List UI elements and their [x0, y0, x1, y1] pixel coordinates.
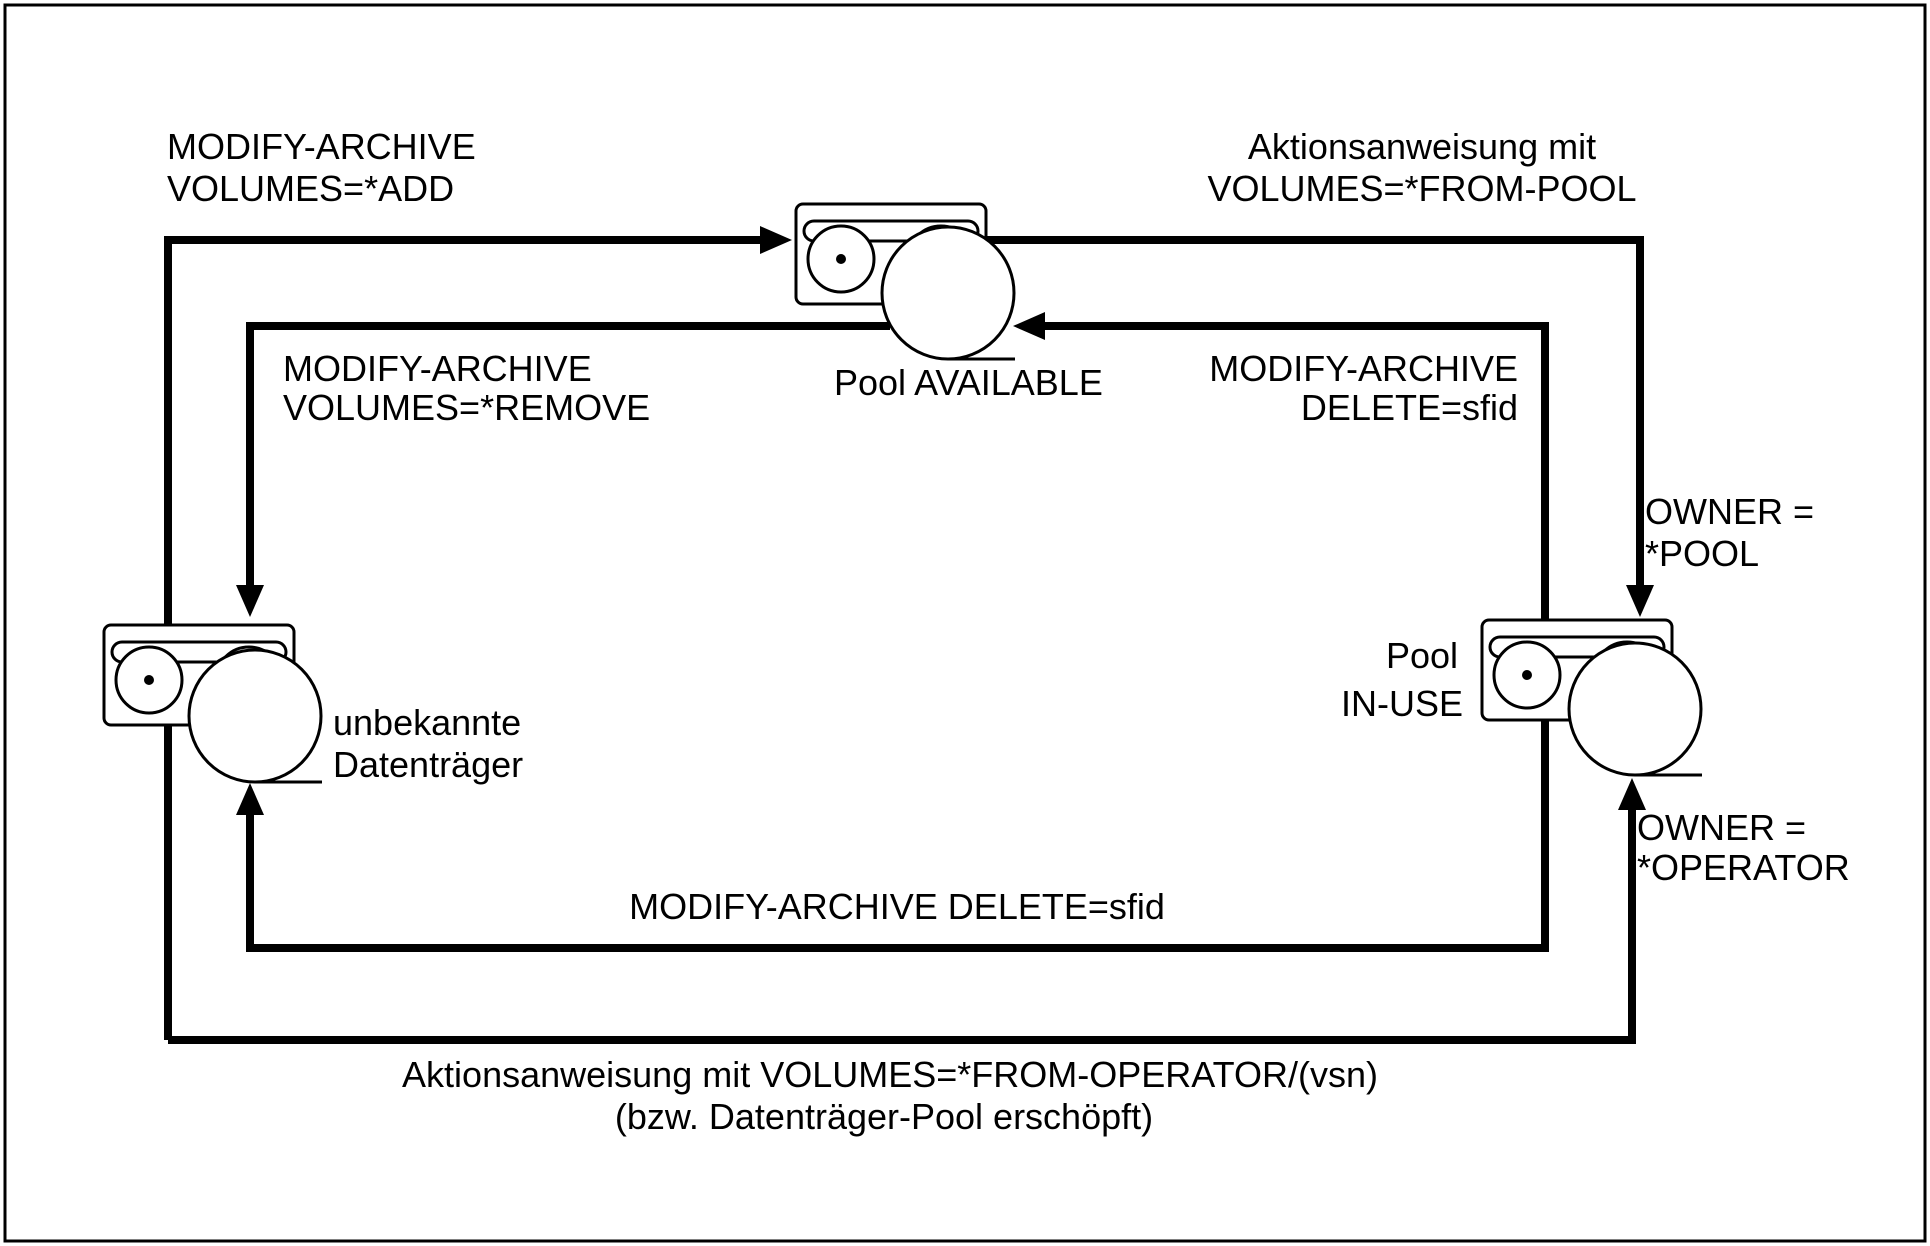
tape-icon-pool-available [794, 202, 1016, 361]
tape-icon-unknown-volumes [102, 623, 323, 784]
edge-delete-to-unknown-connector [236, 720, 1549, 952]
edge-from-operator-connector [168, 778, 1646, 1044]
edge-label-delete-to-pool-line2: DELETE=sfid [1301, 387, 1518, 428]
node-label-pool-in-use-line1: Pool [1386, 635, 1458, 676]
node-label-unknown-line1: unbekannte [333, 702, 521, 743]
edge-label-owner-pool-line1: OWNER = [1645, 491, 1814, 532]
node-label-unknown-line2: Datenträger [333, 744, 523, 785]
node-label-pool-in-use-line2: IN-USE [1341, 683, 1463, 724]
edge-label-remove-line1: MODIFY-ARCHIVE [283, 348, 592, 389]
edge-label-from-pool-line2: VOLUMES=*FROM-POOL [1207, 168, 1636, 209]
edge-remove-connector [236, 322, 890, 617]
edge-label-owner-operator-line1: OWNER = [1637, 807, 1806, 848]
diagram-frame [3, 3, 1927, 1243]
edge-label-owner-pool-line2: *POOL [1645, 533, 1759, 574]
edge-label-remove-line2: VOLUMES=*REMOVE [283, 387, 650, 428]
edge-label-add-line2: VOLUMES=*ADD [167, 168, 454, 209]
tape-icon-pool-in-use [1480, 618, 1703, 777]
edge-label-from-operator-line2: (bzw. Datenträger-Pool erschöpft) [615, 1096, 1153, 1137]
edge-from-pool-connector [985, 236, 1654, 617]
edge-label-from-pool-line1: Aktionsanweisung mit [1248, 126, 1596, 167]
edge-label-delete-to-pool-line1: MODIFY-ARCHIVE [1209, 348, 1518, 389]
edge-label-owner-operator-line2: *OPERATOR [1637, 847, 1850, 888]
edge-label-add-line1: MODIFY-ARCHIVE [167, 126, 476, 167]
edge-add-connector [164, 226, 792, 1040]
node-label-pool-available: Pool AVAILABLE [834, 362, 1103, 403]
edge-delete-to-pool-connector [1013, 312, 1549, 620]
edge-label-from-operator-line1: Aktionsanweisung mit VOLUMES=*FROM-OPERA… [402, 1054, 1378, 1095]
edge-label-delete-to-unknown: MODIFY-ARCHIVE DELETE=sfid [629, 886, 1165, 927]
